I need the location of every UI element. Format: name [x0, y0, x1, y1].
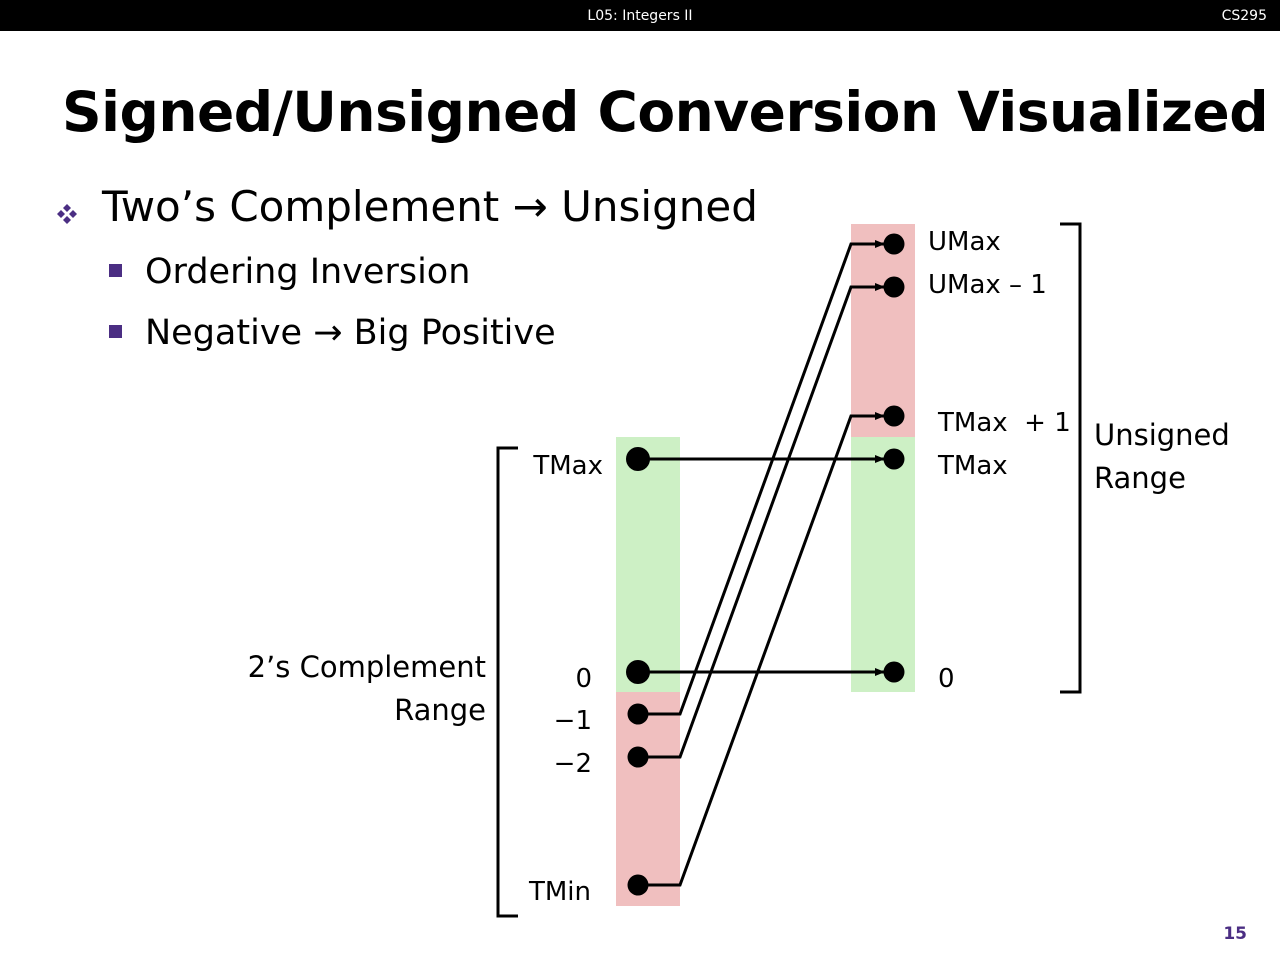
signed-negative-region: [616, 692, 680, 906]
point-unsigned-zero: [883, 661, 905, 683]
unsigned-lower-region: [851, 437, 915, 692]
diamond-cluster-bullet-icon: [57, 204, 77, 224]
label-signed-neg2: −2: [554, 749, 592, 779]
mapping-arrow-neg1: [638, 240, 885, 716]
unsigned-range-label: Unsigned: [1094, 418, 1230, 452]
course-name: CS295: [1221, 8, 1267, 24]
lecture-title: L05: Integers II: [587, 8, 693, 24]
signed-range-label: 2’s Complement: [248, 650, 486, 684]
square-bullet-icon: [109, 325, 122, 338]
point-unsigned-umax: [883, 233, 905, 255]
unsigned-range-bracket: [1060, 222, 1082, 694]
label-signed-zero: 0: [575, 664, 592, 694]
point-signed-tmin: [627, 874, 649, 896]
label-signed-tmax: TMax: [532, 451, 603, 481]
signed-positive-region: [616, 437, 680, 692]
mapping-arrow-neg2: [638, 283, 885, 759]
signed-range-bracket: [496, 446, 518, 918]
slide-title: Signed/Unsigned Conversion Visualized: [62, 80, 1269, 144]
unsigned-range-label: Range: [1094, 461, 1186, 495]
square-bullet-icon: [109, 264, 122, 277]
label-unsigned-umax1: UMax – 1: [928, 270, 1047, 300]
label-signed-neg1: −1: [554, 706, 592, 736]
slide-header: L05: Integers II CS295: [0, 0, 1280, 31]
point-signed-neg1: [627, 703, 649, 725]
unsigned-upper-region: [851, 224, 915, 437]
point-unsigned-umax1: [883, 276, 905, 298]
point-signed-neg2: [627, 746, 649, 768]
label-unsigned-umax: UMax: [928, 227, 1001, 257]
page-number: 15: [1223, 924, 1247, 944]
label-unsigned-tmax1: TMax + 1: [937, 408, 1071, 438]
point-unsigned-tmax1: [883, 405, 905, 427]
point-signed-tmax: [626, 447, 650, 471]
bullet-level1: Two’s Complement → Unsigned: [102, 182, 758, 231]
label-signed-tmin: TMin: [528, 877, 591, 907]
bullet-level2: Ordering Inversion: [145, 252, 471, 292]
label-unsigned-zero: 0: [938, 664, 955, 694]
point-signed-zero: [626, 660, 650, 684]
mapping-arrow-tmin: [638, 412, 885, 887]
bullet-level2: Negative → Big Positive: [145, 313, 556, 353]
label-unsigned-tmax: TMax: [937, 451, 1008, 481]
point-unsigned-tmax: [883, 448, 905, 470]
signed-range-label: Range: [394, 693, 486, 727]
